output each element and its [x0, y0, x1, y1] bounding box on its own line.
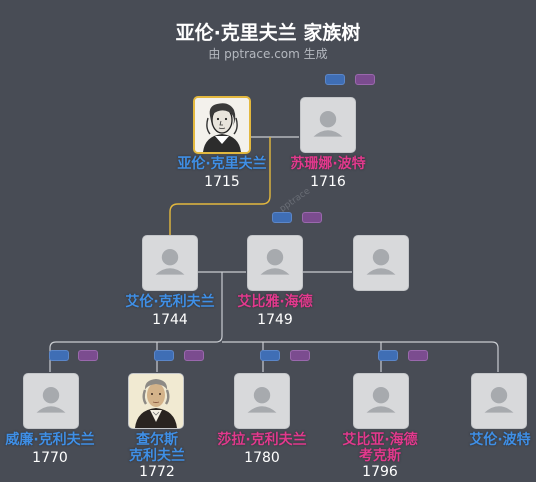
person-name: 艾伦·波特 [469, 432, 531, 448]
person-name: 莎拉·克利夫兰 [217, 432, 307, 448]
ancestor-highlight-line [169, 137, 271, 236]
person-photo-aaron-cleveland-1744[interactable] [142, 235, 198, 291]
person-photo-charles-cleveland[interactable] [128, 373, 184, 429]
avatar-placeholder-icon [143, 236, 197, 290]
person-birth-year: 1715 [204, 174, 240, 190]
person-photo-aaron-cleveland-1715[interactable] [193, 96, 251, 154]
parents-toggle-button[interactable] [378, 350, 398, 361]
avatar-placeholder-icon [301, 98, 355, 152]
person-name: 艾伦·克利夫兰 [125, 294, 215, 310]
spouse-toggle-button[interactable] [290, 350, 310, 361]
person-photo-susanna-porter[interactable] [300, 97, 356, 153]
person-card-sarah-cleveland[interactable]: 莎拉·克利夫兰 1780 [202, 430, 322, 470]
page-subtitle: 由 pptrace.com 生成 [208, 47, 328, 61]
person-name: 苏珊娜·波特 [290, 156, 366, 172]
person-name-line1: 查尔斯 [136, 432, 178, 448]
spouse-toggle-button[interactable] [408, 350, 428, 361]
person-name-line1: 艾比亚·海德 [342, 432, 418, 448]
parents-toggle-button[interactable] [272, 212, 292, 223]
spouse-toggle-button[interactable] [355, 74, 375, 85]
person-birth-year: 1744 [152, 312, 188, 328]
person-photo-aaron-porter[interactable] [471, 373, 527, 429]
parents-toggle-button[interactable] [154, 350, 174, 361]
person-photo-abiah-hyde[interactable] [247, 235, 303, 291]
portrait-engraving-icon [195, 98, 249, 152]
person-photo-sarah-cleveland[interactable] [234, 373, 290, 429]
spouse-toggle-button[interactable] [78, 350, 98, 361]
person-card-abiah-hyde-cox[interactable]: 艾比亚·海德 考克斯 1796 [320, 430, 440, 482]
person-card-charles-cleveland[interactable]: 查尔斯 克利夫兰 1772 [97, 430, 217, 482]
person-card-abiah-hyde[interactable]: 艾比雅·海德 1749 [215, 292, 335, 332]
person-birth-year: 1716 [310, 174, 346, 190]
children-drop-line [49, 272, 223, 372]
avatar-placeholder-icon [24, 374, 78, 428]
person-card-aaron-cleveland-1715[interactable]: 亚伦·克里夫兰 1715 [162, 154, 282, 194]
person-photo-unknown-spouse[interactable] [353, 235, 409, 291]
person-birth-year: 1772 [139, 464, 175, 480]
person-name: 亚伦·克里夫兰 [177, 156, 267, 172]
avatar-placeholder-icon [472, 374, 526, 428]
person-photo-abiah-hyde-cox[interactable] [353, 373, 409, 429]
children-bus-right [222, 341, 499, 372]
person-name-line2: 克利夫兰 [129, 448, 185, 464]
person-name-line2: 考克斯 [359, 448, 401, 464]
avatar-placeholder-icon [354, 374, 408, 428]
spouse-toggle-button[interactable] [302, 212, 322, 223]
portrait-painting-icon [129, 374, 183, 428]
avatar-placeholder-icon [354, 236, 408, 290]
person-card-aaron-porter[interactable]: 艾伦·波特 [440, 430, 536, 452]
spouse-toggle-button[interactable] [184, 350, 204, 361]
parents-toggle-button[interactable] [49, 350, 69, 361]
parents-toggle-button[interactable] [260, 350, 280, 361]
person-photo-william-cleveland[interactable] [23, 373, 79, 429]
person-birth-year: 1749 [257, 312, 293, 328]
parents-toggle-button[interactable] [325, 74, 345, 85]
person-birth-year: 1780 [244, 450, 280, 466]
avatar-placeholder-icon [248, 236, 302, 290]
person-name: 艾比雅·海德 [237, 294, 313, 310]
person-birth-year: 1796 [362, 464, 398, 480]
person-name: 威廉·克利夫兰 [5, 432, 95, 448]
person-card-aaron-cleveland-1744[interactable]: 艾伦·克利夫兰 1744 [110, 292, 230, 332]
avatar-placeholder-icon [235, 374, 289, 428]
person-card-william-cleveland[interactable]: 威廉·克利夫兰 1770 [0, 430, 110, 470]
person-card-susanna-porter[interactable]: 苏珊娜·波特 1716 [268, 154, 388, 194]
person-birth-year: 1770 [32, 450, 68, 466]
page-title: 亚伦·克里夫兰 家族树 [175, 22, 361, 44]
